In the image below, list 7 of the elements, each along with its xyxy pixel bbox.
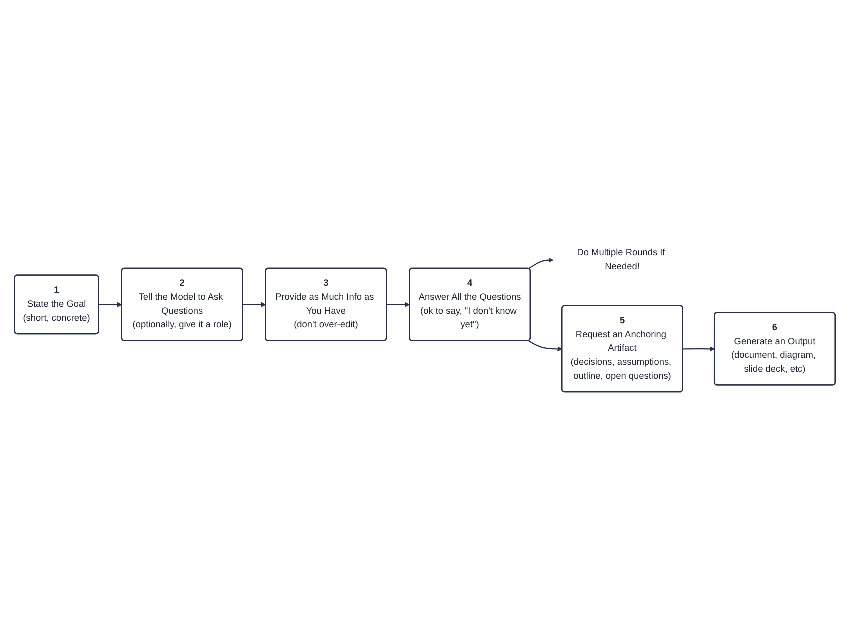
arrow — [243, 302, 266, 308]
arrow — [386, 302, 410, 308]
arrow — [528, 258, 554, 270]
arrow — [99, 302, 122, 308]
arrow — [528, 340, 563, 352]
node-text: Do Multiple Rounds If Needed! — [577, 248, 666, 272]
arrow — [683, 346, 716, 352]
